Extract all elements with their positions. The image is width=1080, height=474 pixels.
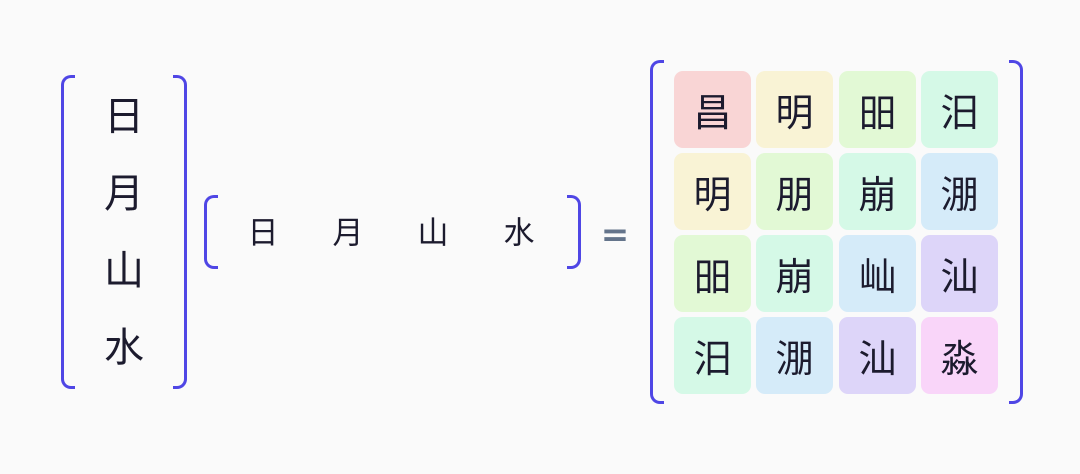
row-entry: 月 <box>332 215 364 252</box>
row-entry: 山 <box>417 215 449 252</box>
left-bracket <box>650 60 664 404</box>
matrix-cell: 明 <box>756 71 833 148</box>
matrix-cell: 汨 <box>921 71 998 148</box>
matrix-cell: 崩 <box>756 235 833 312</box>
column-entry: 山 <box>104 248 144 294</box>
right-bracket <box>567 195 581 269</box>
matrix-cell: 昍 <box>839 71 916 148</box>
matrix-cell: 屾 <box>839 235 916 312</box>
left-bracket <box>61 75 75 389</box>
matrix-cell: 明 <box>674 153 751 230</box>
matrix-cell: 崩 <box>839 153 916 230</box>
matrix-cell: 昌 <box>674 71 751 148</box>
matrix-cell: 汕 <box>921 235 998 312</box>
matrix-cell: 昍 <box>674 235 751 312</box>
column-entry: 日 <box>104 94 144 140</box>
matrix-cell: 淼 <box>921 317 998 394</box>
right-bracket <box>173 75 187 389</box>
equals-sign: = <box>600 215 630 255</box>
matrix-cell: 汕 <box>839 317 916 394</box>
column-entry: 月 <box>104 171 144 217</box>
column-entry: 水 <box>104 325 144 371</box>
row-entry: 水 <box>503 215 535 252</box>
matrix-cell: 朋 <box>756 153 833 230</box>
left-bracket <box>204 195 218 269</box>
row-entry: 日 <box>247 215 279 252</box>
right-bracket <box>1009 60 1023 404</box>
matrix-cell: 汨 <box>674 317 751 394</box>
matrix-cell: 淜 <box>756 317 833 394</box>
matrix-cell: 淜 <box>921 153 998 230</box>
